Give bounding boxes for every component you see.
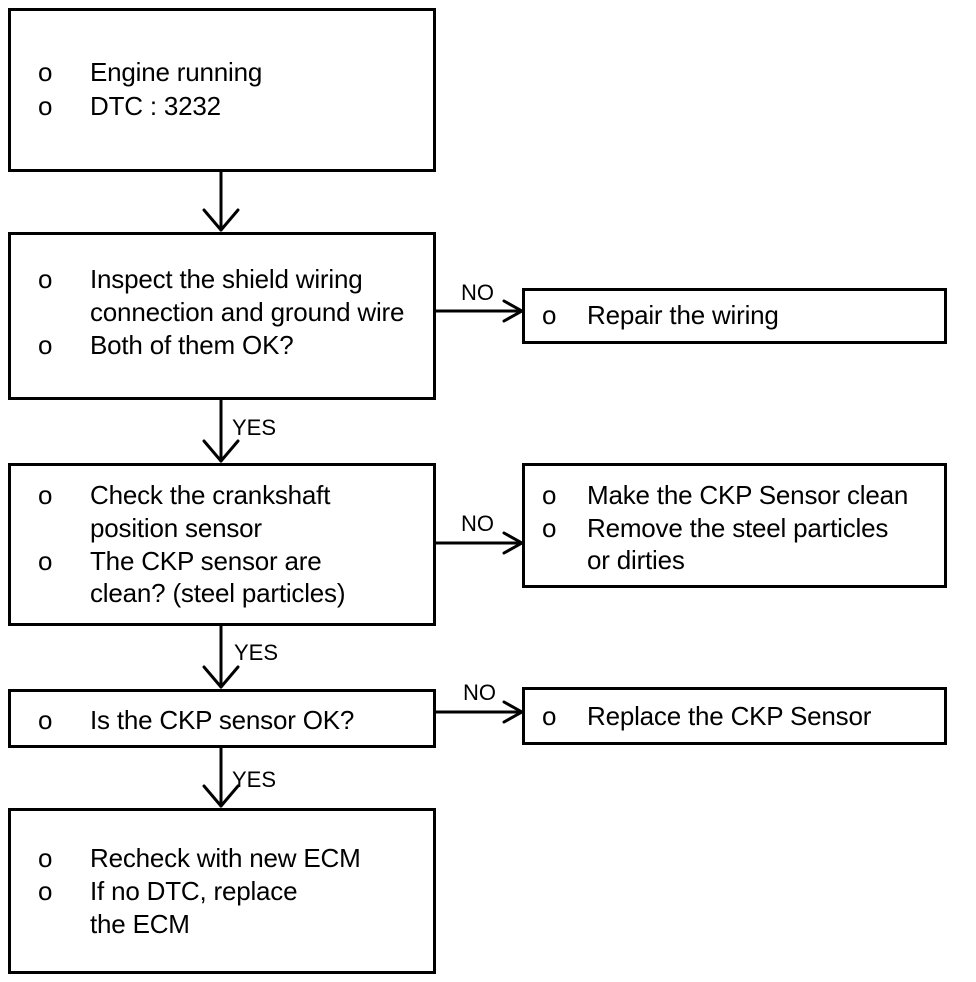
recheck-ecm-box: o Recheck with new ECM o If no DTC, repl…	[8, 808, 436, 974]
no-label: NO	[461, 280, 494, 305]
yes-label: YES	[234, 640, 279, 665]
no-label: NO	[463, 680, 496, 705]
repair-wiring-box: o Repair the wiring	[522, 288, 947, 344]
ckp-ok-box: o Is the CKP sensor OK?	[8, 689, 436, 748]
start-condition-box: o Engine running o DTC : 3232	[8, 8, 436, 172]
inspect-wiring-box: o Inspect the shield wiring connection a…	[8, 232, 436, 400]
clean-sensor-box: o Make the CKP Sensor clean o Remove the…	[522, 463, 947, 588]
replace-sensor-box: o Replace the CKP Sensor	[522, 687, 947, 745]
yes-label: YES	[232, 767, 277, 792]
no-label: NO	[461, 511, 494, 536]
yes-label: YES	[232, 415, 277, 440]
check-sensor-box: o Check the crankshaft position sensor o…	[8, 463, 436, 626]
